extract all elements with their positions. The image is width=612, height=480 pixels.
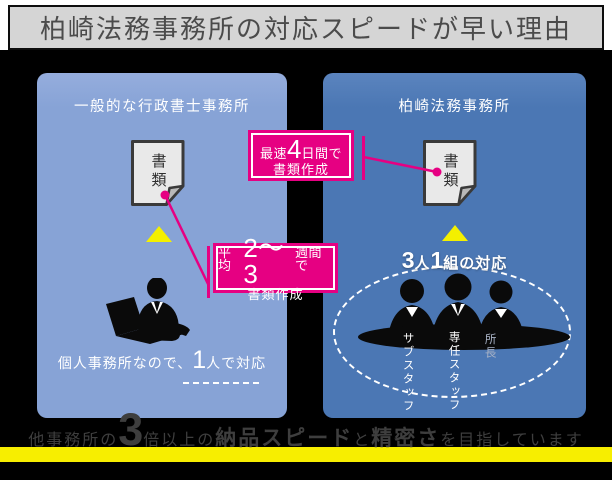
footer-conjunction: と	[353, 432, 372, 449]
callout-prefix: 最速	[260, 145, 288, 161]
caption-big-number: 1	[192, 346, 207, 374]
panel-right-header: 柏崎法務事務所	[398, 99, 511, 115]
callout-big-number: 4	[287, 133, 302, 164]
footer-bold-precision: 精密さ	[371, 427, 441, 450]
caption-pre: 個人事務所なので、	[57, 355, 193, 371]
footer-post: を目指しています	[440, 432, 584, 449]
panel-left-header: 一般的な行政書士事務所	[74, 99, 250, 115]
up-triangle-icon	[442, 225, 468, 241]
document-icon: 書類	[423, 140, 477, 206]
callout-suffix: 日間で	[301, 145, 342, 161]
callout-average-2-3-weeks: 平均 2〜3 週間で 書類作成	[216, 235, 335, 301]
callout-line2: 書類作成	[247, 287, 304, 302]
up-triangle-icon	[146, 226, 172, 242]
page-title: 柏崎法務事務所の対応スピードが早い理由	[39, 14, 572, 44]
dashed-underline	[183, 382, 259, 384]
team-big-3: 3	[401, 247, 415, 273]
callout-line2: 書類作成	[272, 161, 329, 177]
caption-post: 人で対応	[206, 355, 267, 371]
callout-big-number: 2〜3	[243, 233, 284, 289]
three-businessmen-icon	[358, 273, 570, 350]
callout-prefix: 平均	[218, 245, 232, 273]
document-label: 書類	[441, 153, 459, 191]
yellow-highlight-bar	[0, 447, 612, 462]
panel-general-office: 一般的な行政書士事務所	[37, 73, 287, 418]
document-icon: 書類	[131, 140, 185, 206]
document-label: 書類	[149, 153, 167, 191]
footer-big-3: 3	[118, 404, 144, 455]
role-label-dedicated-staff: 専任スタッフ	[447, 331, 460, 412]
callout-suffix: 週間で	[294, 245, 322, 273]
title-bar: 柏崎法務事務所の対応スピードが早い理由	[8, 5, 604, 50]
businessman-laptop-icon	[106, 278, 190, 344]
team-big-1: 1	[430, 247, 444, 273]
role-label-substaff: サブスタッフ	[401, 332, 414, 413]
callout-line1: 平均 2〜3 週間で	[218, 235, 333, 287]
footer-mid: 倍以上の	[143, 432, 216, 449]
role-label-director: 所長	[483, 333, 496, 360]
footer-pre: 他事務所の	[28, 432, 119, 449]
footer-bold-delivery-speed: 納品スピード	[215, 427, 354, 450]
team-text: 人	[414, 255, 431, 272]
team-text: 組の対応	[443, 255, 508, 272]
team-dashed-ellipse	[333, 266, 571, 398]
